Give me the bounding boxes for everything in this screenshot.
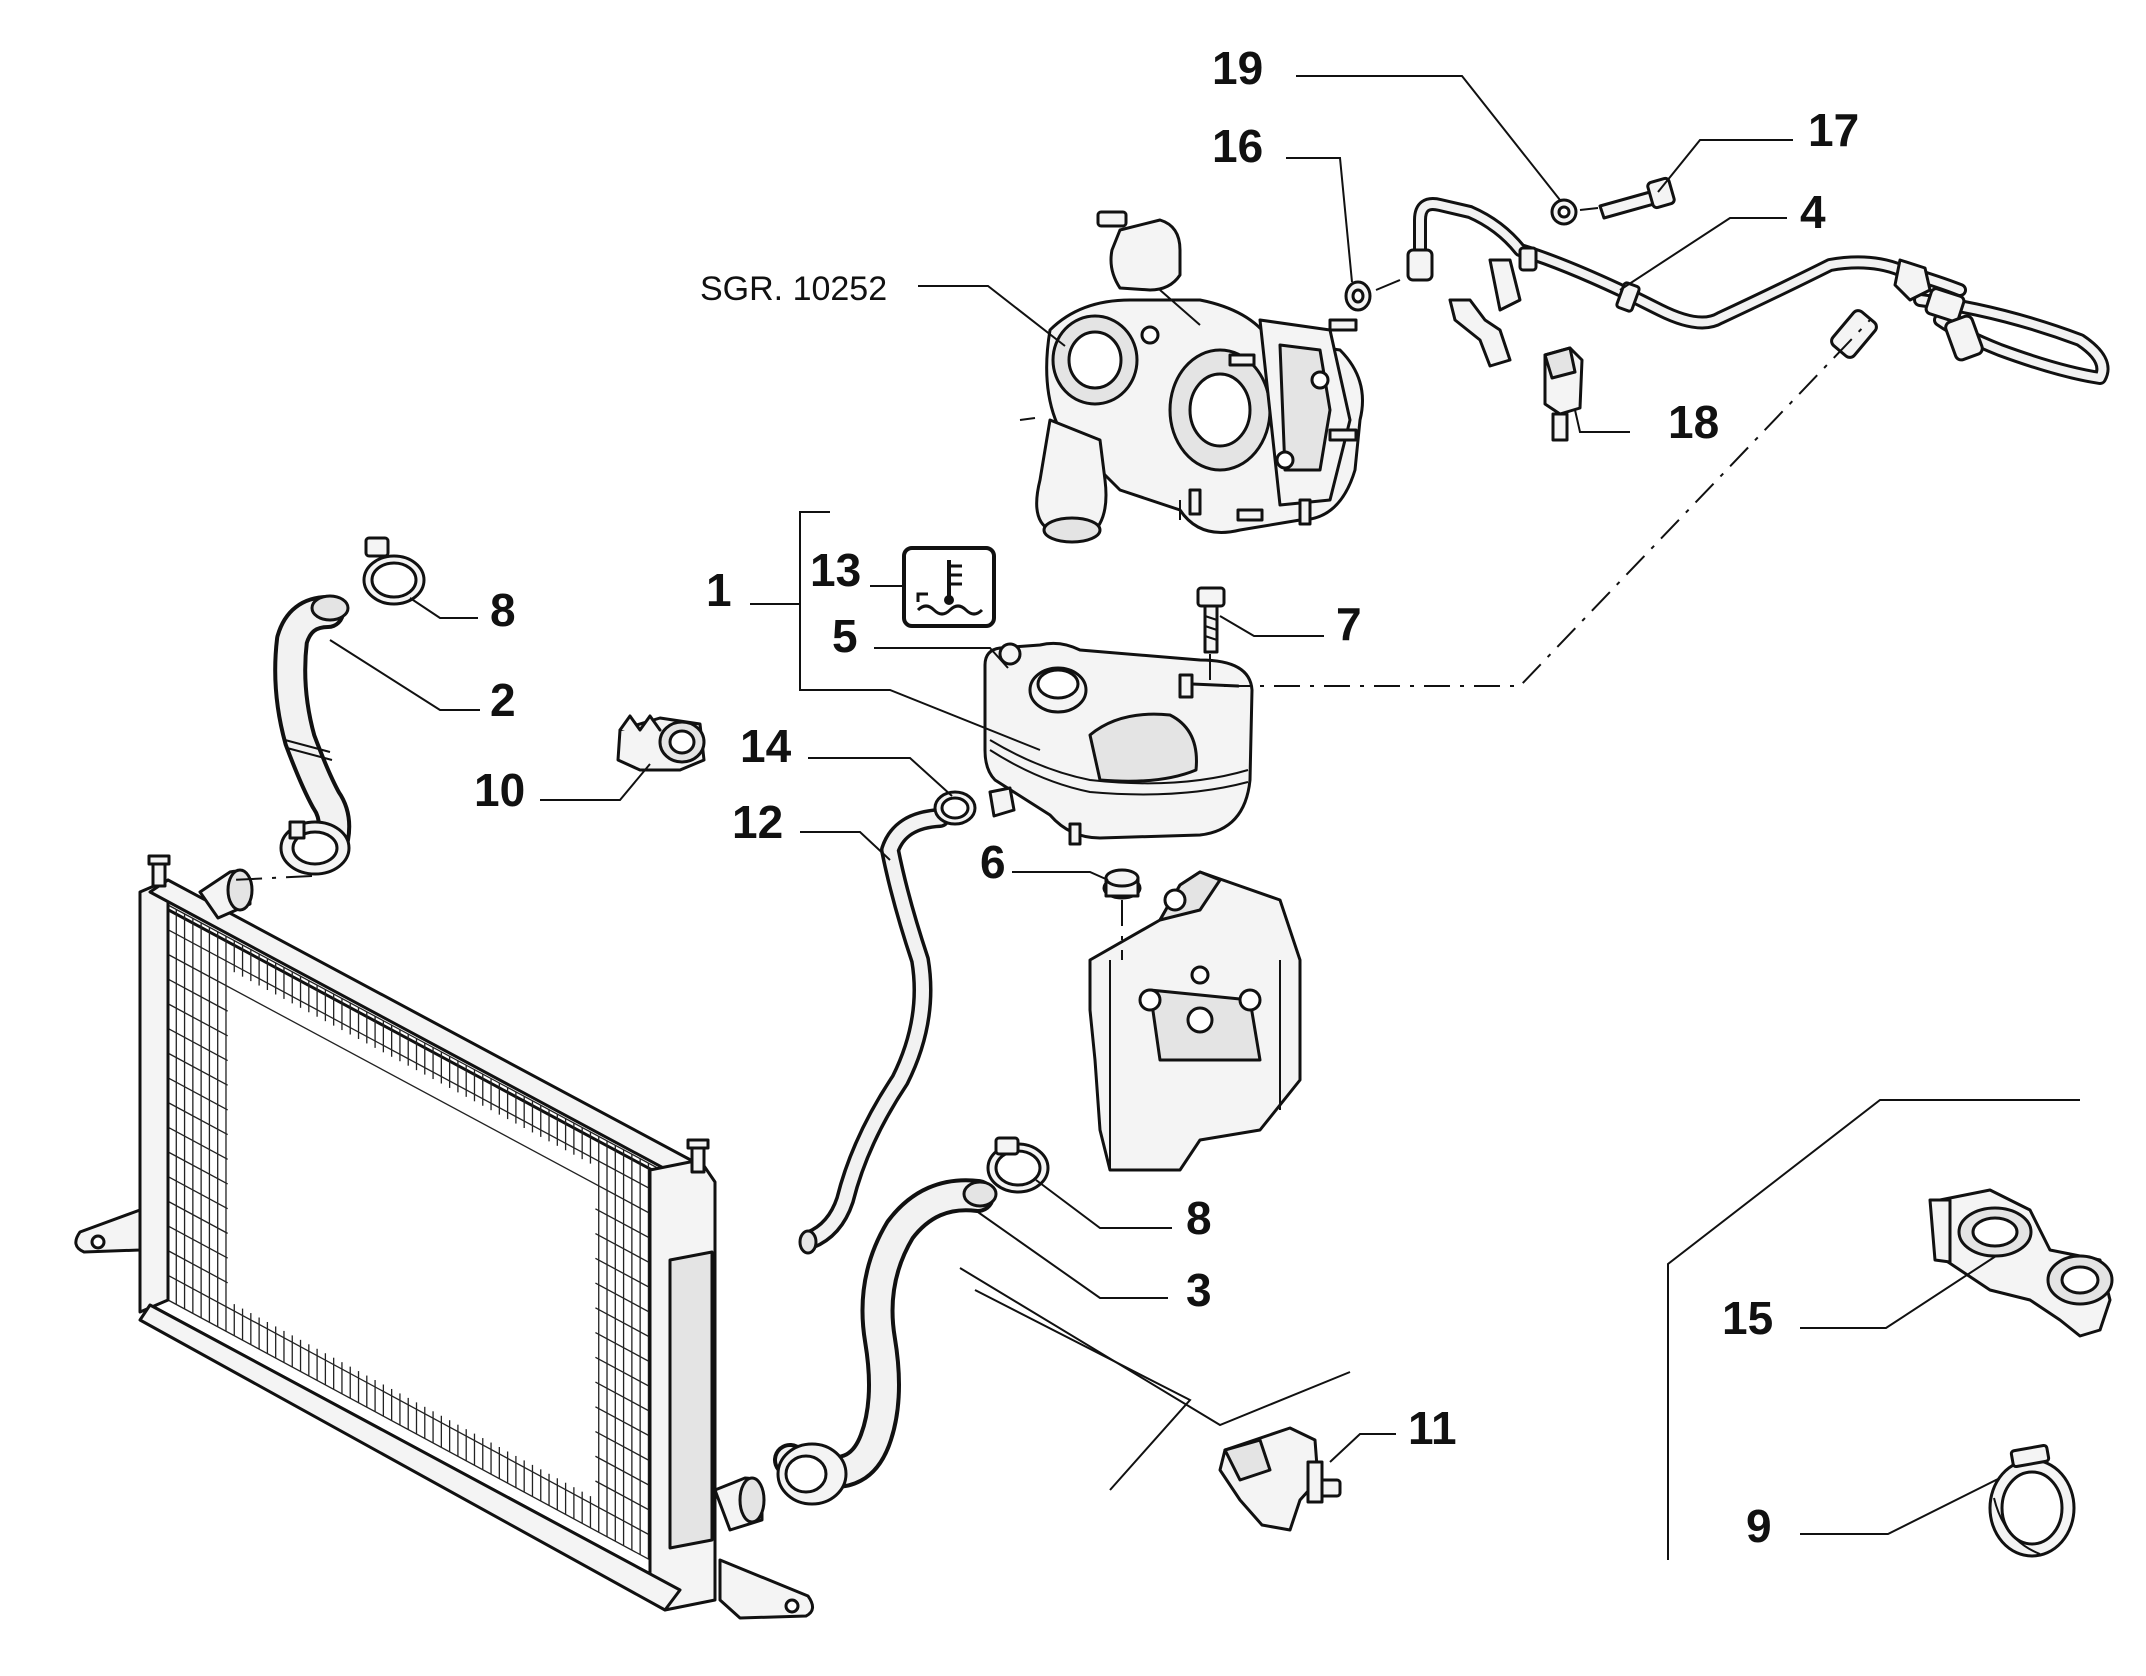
callout-4: 4 <box>1800 186 1826 238</box>
callout-19: 19 <box>1212 42 1263 94</box>
hose-clamp-8-upper <box>362 536 426 606</box>
callout-6: 6 <box>980 836 1006 888</box>
turbo-studs <box>1188 318 1358 526</box>
callout-11: 11 <box>1408 1402 1457 1454</box>
overflow-hose-12 <box>798 808 950 1255</box>
callout-8-lower: 8 <box>1186 1192 1212 1244</box>
washer-16 <box>1344 280 1372 312</box>
reference-label: SGR. 10252 <box>700 270 887 308</box>
coolant-level-warning-icon <box>902 546 996 628</box>
lower-radiator-hose <box>773 1178 998 1506</box>
callout-9: 9 <box>1746 1500 1772 1552</box>
grommet-6 <box>1102 868 1142 900</box>
callout-13: 13 <box>810 544 861 596</box>
callout-5: 5 <box>832 610 858 662</box>
callout-10: 10 <box>474 764 525 816</box>
expansion-tank <box>983 641 1254 846</box>
banjo-bolt-17 <box>1598 176 1676 220</box>
upper-hose-clamp <box>279 820 351 876</box>
callout-1: 1 <box>706 564 732 616</box>
callout-12: 12 <box>732 796 783 848</box>
callout-18: 18 <box>1668 396 1719 448</box>
clamp-bracket-11 <box>1218 1426 1342 1532</box>
callout-3: 3 <box>1186 1264 1212 1316</box>
leader-lines <box>329 75 2001 1535</box>
callout-2: 2 <box>490 674 516 726</box>
upper-radiator-hose <box>231 594 352 881</box>
callout-15: 15 <box>1722 1292 1773 1344</box>
callout-17: 17 <box>1808 104 1859 156</box>
hose-clamp-9 <box>1988 1443 2076 1558</box>
hose-bracket-10 <box>616 714 706 772</box>
turbocharger <box>1019 210 1364 544</box>
hose-clamp-14 <box>933 790 977 826</box>
callout-7: 7 <box>1336 598 1362 650</box>
bolt-7 <box>1196 586 1226 654</box>
callout-8-upper: 8 <box>490 584 516 636</box>
hose-clamp-8-lower <box>986 1136 1050 1194</box>
sensor-18 <box>1543 346 1584 442</box>
coolant-pipe-4 <box>1406 197 2110 385</box>
clamp-bracket-15 <box>1928 1188 2114 1338</box>
radiator <box>74 854 814 1620</box>
washer-19 <box>1550 198 1578 226</box>
callout-16: 16 <box>1212 120 1263 172</box>
engine-mount-bracket <box>1088 870 1302 1172</box>
callout-14: 14 <box>740 720 792 772</box>
